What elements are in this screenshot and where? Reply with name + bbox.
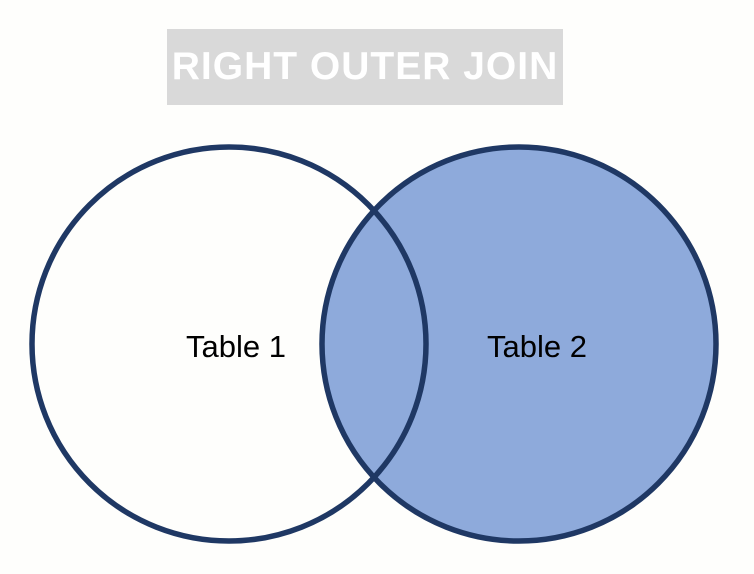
left-circle-label: Table 1: [186, 329, 286, 364]
left-circle-outline: [29, 144, 429, 544]
right-circle-outline: [319, 144, 719, 544]
title-banner: RIGHT OUTER JOIN: [167, 29, 563, 105]
diagram-title: RIGHT OUTER JOIN: [171, 45, 559, 88]
right-circle-fill: [322, 147, 716, 541]
right-circle-label: Table 2: [487, 329, 587, 364]
